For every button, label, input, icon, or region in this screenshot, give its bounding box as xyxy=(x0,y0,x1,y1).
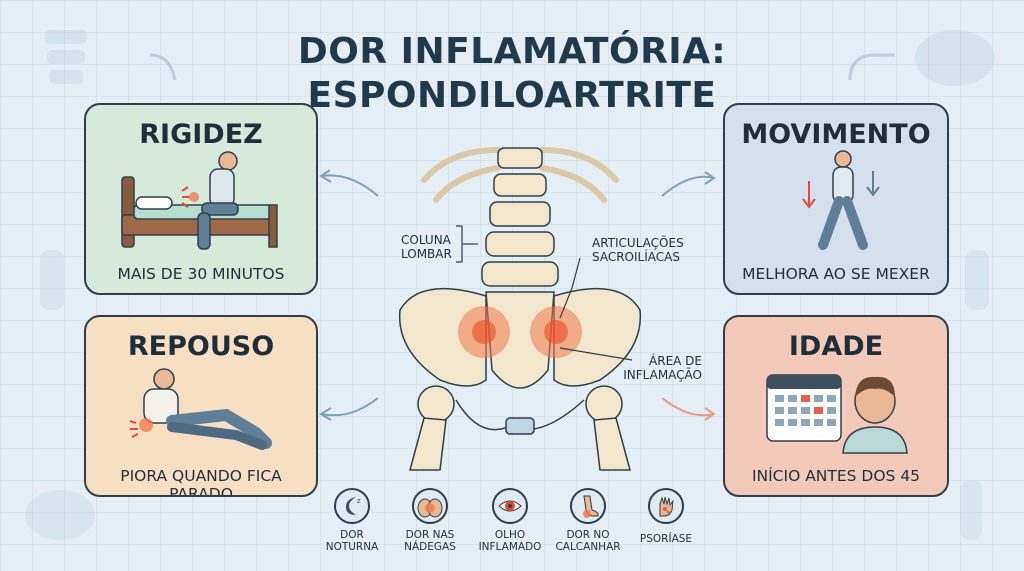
card-rigidez: RIGIDEZ MAIS DE 30 MINUTOS xyxy=(84,103,318,295)
title-line-2: ESPONDILOARTRITE xyxy=(307,75,717,116)
pelvis xyxy=(398,287,642,471)
faint-knee-icon xyxy=(25,250,989,540)
bed-person-illustration xyxy=(121,151,278,250)
eye-icon xyxy=(492,488,528,524)
card-idade-title: IDADE xyxy=(788,331,884,362)
card-movimento: MOVIMENTO MELHORA AO SE MEXER xyxy=(723,103,949,295)
buttocks-icon xyxy=(412,488,448,524)
lumbar-vertebrae xyxy=(481,147,559,287)
heel-icon xyxy=(570,488,606,524)
svg-text:z: z xyxy=(357,497,361,505)
moon-icon: z xyxy=(334,488,370,524)
card-movimento-title: MOVIMENTO xyxy=(741,119,931,150)
card-idade: IDADE INÍCIO ANTES DOS 45 xyxy=(723,315,949,497)
faint-spine-icon xyxy=(45,30,87,84)
card-repouso-subtitle: PIORA QUANDO FICA PARADO xyxy=(120,467,282,497)
arrow-to-movimento xyxy=(661,175,715,197)
card-movimento-subtitle: MELHORA AO SE MEXER xyxy=(742,265,930,283)
arrow-to-idade xyxy=(661,397,715,417)
label-lines xyxy=(456,225,633,361)
ribs xyxy=(421,147,619,203)
label-coluna-lombar: COLUNA LOMBAR xyxy=(401,233,452,261)
page-title: DOR INFLAMATÓRIA: ESPONDILOARTRITE xyxy=(250,30,774,118)
card-repouso: REPOUSO PIORA QUANDO FICA PARADO xyxy=(84,315,318,497)
card-repouso-title: REPOUSO xyxy=(127,331,275,362)
card-idade-subtitle: INÍCIO ANTES DOS 45 xyxy=(751,467,921,485)
walking-person-illustration xyxy=(802,150,880,250)
card-rigidez-title: RIGIDEZ xyxy=(139,119,263,150)
psoriasis-hand-icon xyxy=(648,488,684,524)
label-area-inflamacao: ÁREA DE INFLAMAÇÃO xyxy=(623,354,702,382)
symptom-label: PSORÍASE xyxy=(639,533,693,545)
label-articulacoes-sacroiliacas: ARTICULAÇÕES SACROILÍACAS xyxy=(592,236,684,264)
calendar-person-illustration xyxy=(766,374,908,454)
calendar-icon xyxy=(766,374,842,442)
faint-arrow-icon-right xyxy=(848,53,895,81)
arrow-to-repouso xyxy=(321,397,379,417)
inflammation-area xyxy=(458,306,582,358)
faint-arrow-icon xyxy=(149,53,177,81)
person-bust-icon xyxy=(842,376,908,454)
title-line-1: DOR INFLAMATÓRIA: xyxy=(297,31,727,72)
card-rigidez-subtitle: MAIS DE 30 MINUTOS xyxy=(117,265,285,283)
faint-pelvis-icon xyxy=(915,30,995,86)
resting-person-illustration xyxy=(129,368,272,450)
arrow-to-rigidez xyxy=(321,174,379,197)
